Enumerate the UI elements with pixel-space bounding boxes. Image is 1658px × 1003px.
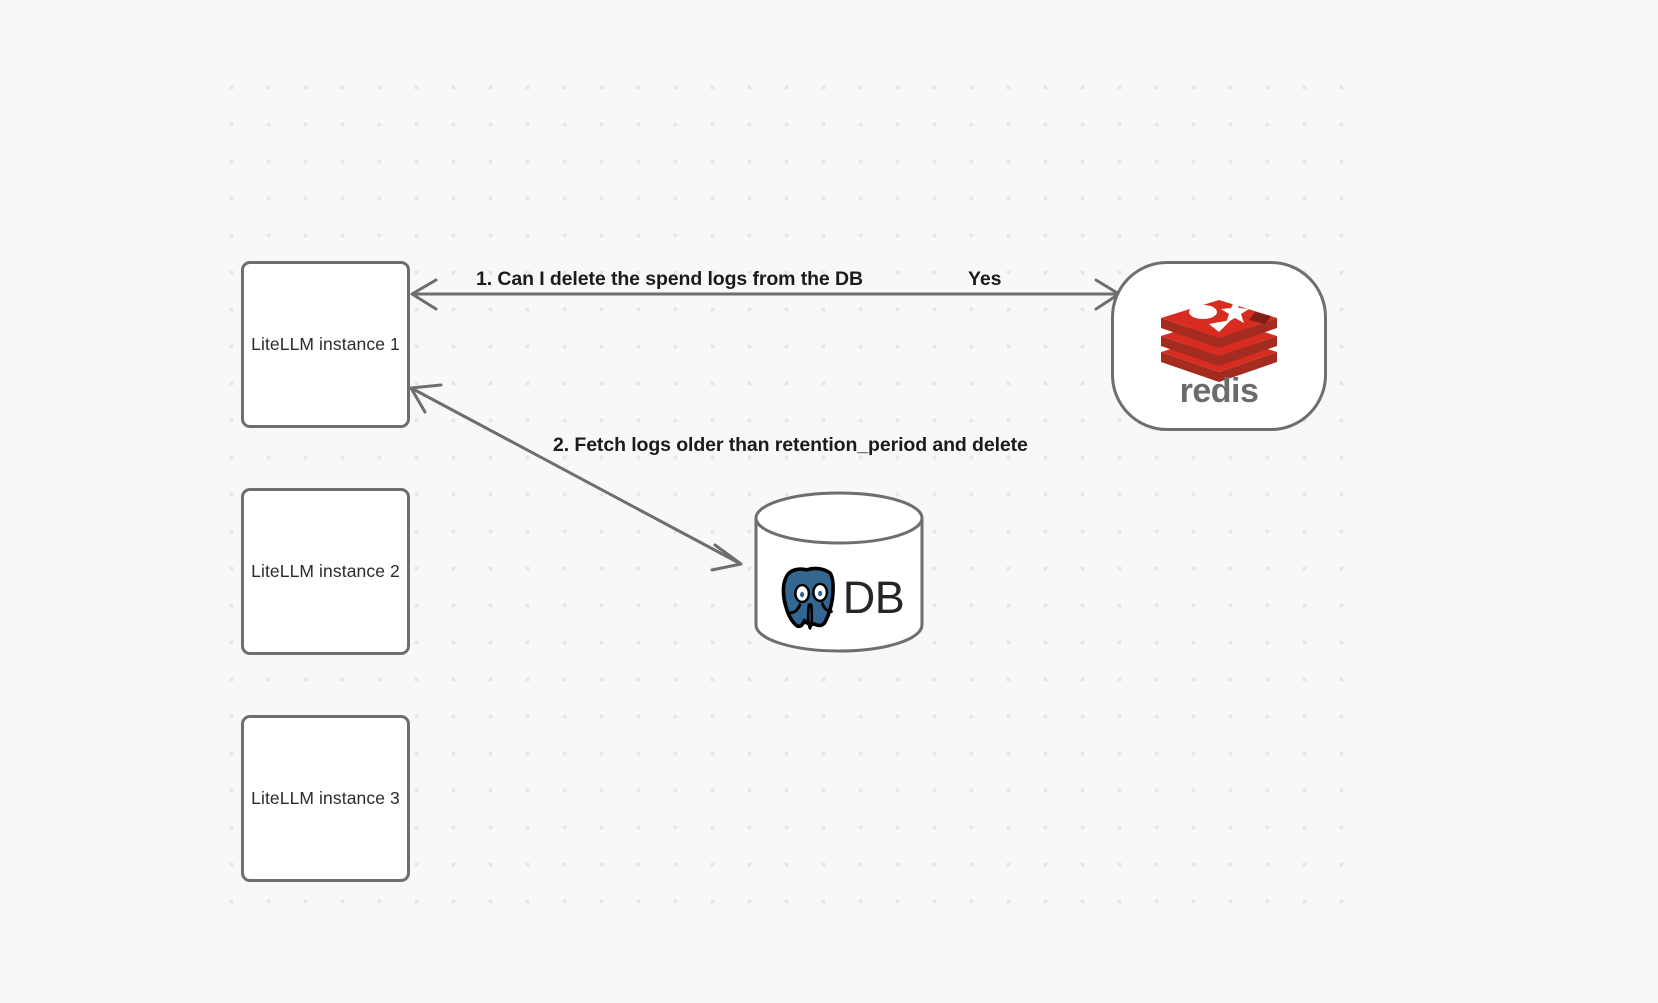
node-label: LiteLLM instance 1: [251, 334, 400, 354]
node-litellm-instance-3[interactable]: LiteLLM instance 3: [241, 715, 410, 882]
postgresql-elephant-icon: [781, 566, 835, 630]
redis-logo-icon: redis: [1161, 300, 1277, 406]
svg-text:redis: redis: [1180, 372, 1259, 406]
database-logo-row: DB: [753, 542, 925, 653]
edge-instance1-database: [409, 383, 743, 572]
node-label: LiteLLM instance 2: [251, 561, 400, 581]
node-litellm-instance-2[interactable]: LiteLLM instance 2: [241, 488, 410, 655]
node-litellm-instance-1[interactable]: LiteLLM instance 1: [241, 261, 410, 428]
node-redis[interactable]: redis: [1111, 261, 1327, 431]
node-database[interactable]: DB: [753, 490, 925, 653]
edge-label-step-2: 2. Fetch logs older than retention_perio…: [553, 434, 1028, 456]
node-label: LiteLLM instance 3: [251, 788, 400, 808]
edge-label-step-1: 1. Can I delete the spend logs from the …: [476, 268, 863, 290]
edge-label-yes: Yes: [968, 268, 1002, 290]
database-label: DB: [842, 572, 905, 623]
